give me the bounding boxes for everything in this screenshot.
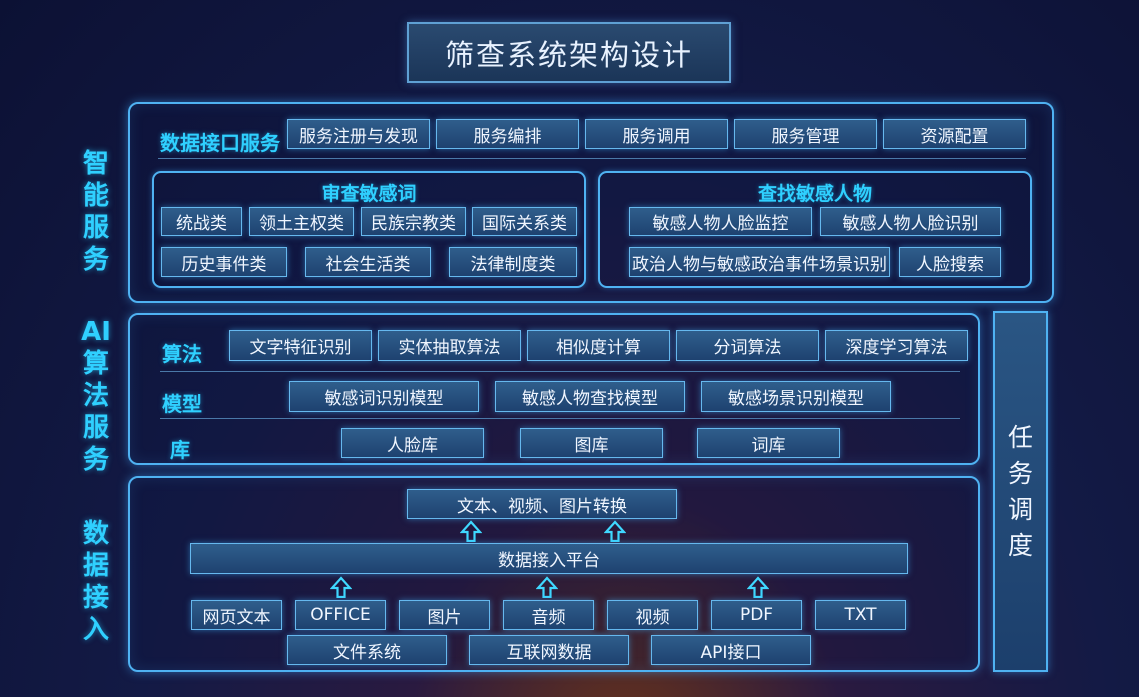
- source-item[interactable]: 图片: [399, 600, 490, 630]
- search-item[interactable]: 政治人物与敏感政治事件场景识别: [629, 247, 890, 277]
- system-item[interactable]: API接口: [651, 635, 811, 665]
- system-item[interactable]: 互联网数据: [469, 635, 629, 665]
- arrow-up-icon: [747, 576, 769, 598]
- review-item[interactable]: 国际关系类: [472, 207, 577, 236]
- source-item[interactable]: 音频: [503, 600, 594, 630]
- algo-item[interactable]: 文字特征识别: [229, 330, 372, 361]
- arrow-up-icon: [330, 576, 352, 598]
- divider: [160, 418, 960, 419]
- review-item[interactable]: 民族宗教类: [361, 207, 466, 236]
- review-item[interactable]: 社会生活类: [305, 247, 431, 277]
- review-item[interactable]: 领土主权类: [249, 207, 354, 236]
- review-item[interactable]: 法律制度类: [449, 247, 577, 277]
- interface-item[interactable]: 服务管理: [734, 119, 877, 149]
- lib-item[interactable]: 图库: [520, 428, 663, 458]
- algo-item[interactable]: 实体抽取算法: [378, 330, 521, 361]
- side-label-data: 数据接入: [82, 519, 109, 645]
- algo-item[interactable]: 分词算法: [676, 330, 819, 361]
- source-item[interactable]: 视频: [607, 600, 698, 630]
- interface-label: 数据接口服务: [160, 131, 280, 155]
- algo-item[interactable]: 相似度计算: [527, 330, 670, 361]
- interface-item[interactable]: 服务调用: [585, 119, 728, 149]
- divider: [158, 158, 1026, 159]
- source-item[interactable]: OFFICE: [295, 600, 386, 630]
- convert-box[interactable]: 文本、视频、图片转换: [407, 489, 677, 519]
- algo-label: 算法: [162, 342, 202, 366]
- review-title: 审查敏感词: [321, 183, 417, 205]
- model-item[interactable]: 敏感词识别模型: [289, 381, 479, 412]
- interface-item[interactable]: 服务注册与发现: [287, 119, 430, 149]
- search-title: 查找敏感人物: [757, 183, 872, 205]
- review-item[interactable]: 历史事件类: [161, 247, 287, 277]
- task-scheduling-box[interactable]: 任务调度: [993, 311, 1048, 672]
- page-title: 筛查系统架构设计: [407, 22, 731, 83]
- model-label: 模型: [162, 392, 202, 416]
- lib-item[interactable]: 词库: [697, 428, 840, 458]
- source-item[interactable]: 网页文本: [191, 600, 282, 630]
- algo-item[interactable]: 深度学习算法: [825, 330, 968, 361]
- lib-item[interactable]: 人脸库: [341, 428, 484, 458]
- source-item[interactable]: TXT: [815, 600, 906, 630]
- arrow-up-icon: [536, 576, 558, 598]
- search-subpanel: [598, 171, 1032, 288]
- model-item[interactable]: 敏感人物查找模型: [495, 381, 685, 412]
- side-label-ai: AI算法服务: [81, 317, 111, 475]
- interface-item[interactable]: 服务编排: [436, 119, 579, 149]
- search-item[interactable]: 敏感人物人脸监控: [629, 207, 812, 236]
- arrow-up-icon: [604, 520, 626, 542]
- search-item[interactable]: 敏感人物人脸识别: [820, 207, 1001, 236]
- interface-item[interactable]: 资源配置: [883, 119, 1026, 149]
- system-item[interactable]: 文件系统: [287, 635, 447, 665]
- model-item[interactable]: 敏感场景识别模型: [701, 381, 891, 412]
- search-item[interactable]: 人脸搜索: [899, 247, 1001, 277]
- review-item[interactable]: 统战类: [161, 207, 242, 236]
- review-subpanel: [152, 171, 586, 288]
- arrow-up-icon: [460, 520, 482, 542]
- task-scheduling-label: 任务调度: [1007, 422, 1033, 560]
- platform-box[interactable]: 数据接入平台: [190, 543, 908, 574]
- side-label-smart: 智能服务: [82, 149, 109, 275]
- lib-label: 库: [170, 438, 190, 462]
- source-item[interactable]: PDF: [711, 600, 802, 630]
- divider: [160, 371, 960, 372]
